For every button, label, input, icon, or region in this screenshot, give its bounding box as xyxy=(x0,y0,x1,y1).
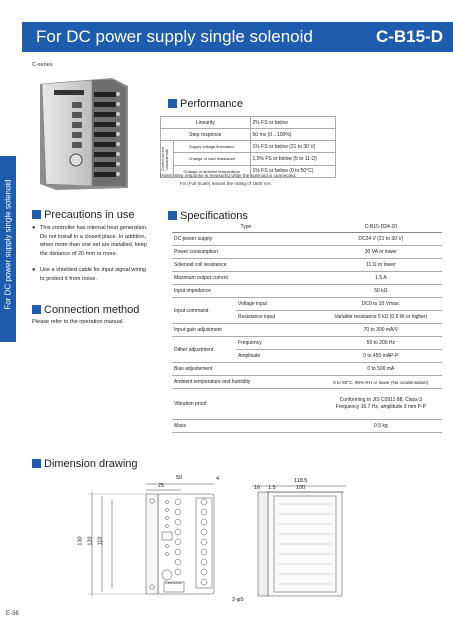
series-label: C-series xyxy=(32,62,53,68)
model-code: C-B15-D xyxy=(375,27,443,46)
spec-type-value: C-B15-D24-20 xyxy=(319,222,442,233)
bullet-icon: ● xyxy=(32,267,36,273)
specifications-heading: Specifications xyxy=(168,210,248,222)
precautions-heading: Precautions in use xyxy=(32,209,135,221)
dim-4: 4 xyxy=(216,476,220,482)
spec-value-group: Conforming to JIS C0911 88, Class-3 Freq… xyxy=(319,388,442,420)
spec-label: Maximum output current xyxy=(172,271,320,285)
spec-sublabel: Resistance input xyxy=(236,310,320,324)
spec-value: DC24 V (21 to 30 V) xyxy=(319,232,442,246)
spec-label: Solenoid coil resistance xyxy=(172,258,320,272)
front-view-outline xyxy=(157,493,215,595)
spec-value: 0.5 kg xyxy=(319,419,442,433)
spec-value: 0 to 50°C, 90% RH or lower (No condensat… xyxy=(319,375,442,389)
spec-value: 50 to 200 Hz xyxy=(319,336,442,350)
precaution-item: ● Use a shielded cable for input signal … xyxy=(32,267,147,282)
spec-value: DC0 to 10 Vmax. xyxy=(319,297,442,311)
side-tab: For DC power supply single solenoid xyxy=(0,156,16,342)
spec-sublabel: Frequency xyxy=(236,336,320,350)
side-view-terminal xyxy=(257,491,269,597)
spec-label: Input command xyxy=(172,297,236,324)
spec-value: 50 kΩ xyxy=(319,284,442,298)
section-marker-icon xyxy=(168,99,177,108)
spec-value: 70 to 300 mA/V xyxy=(319,323,442,337)
bullet-icon: ● xyxy=(32,225,36,231)
spec-label: Ambient temperature and humidity xyxy=(172,375,320,389)
perf-label-linearity: Linearity xyxy=(160,116,251,129)
spec-value: 1.5 A xyxy=(319,271,442,285)
perf-label-step: Step response xyxy=(160,128,251,141)
spec-label: Input gain adjustment xyxy=(172,323,320,337)
section-marker-icon xyxy=(32,305,41,314)
performance-note-1: (Note) Step response is measured while t… xyxy=(160,173,297,178)
perf-group-cell: Control current characteristic xyxy=(160,140,174,178)
spec-sublabel: Voltage input xyxy=(236,297,320,311)
terminal-block xyxy=(195,497,213,589)
spec-label: DC power supply xyxy=(172,232,320,246)
dim-50: 50 xyxy=(176,475,183,481)
terminal-screws xyxy=(174,498,182,576)
spec-label: Mass xyxy=(172,419,320,433)
dim-25: 25 xyxy=(158,483,165,489)
dim-130: 130 xyxy=(77,536,84,546)
heatsink-fins xyxy=(278,503,332,585)
spec-label: Vibration proof xyxy=(172,388,320,420)
dim-100: 100 xyxy=(296,485,306,491)
connection-heading: Connection method xyxy=(32,304,139,316)
adjust-knob-icon xyxy=(161,569,173,581)
page-number: E-36 xyxy=(6,611,19,617)
dimension-heading: Dimension drawing xyxy=(32,458,138,470)
product-photo xyxy=(32,76,132,192)
perf-value-load: 1.5% FS or below (5 to 11 Ω) xyxy=(249,152,337,166)
spec-value: 0 to 450 mAP-P xyxy=(319,349,442,363)
side-tab-label: For DC power supply single solenoid xyxy=(3,179,13,310)
title-banner: For DC power supply single solenoid C-B1… xyxy=(22,22,453,52)
section-marker-icon xyxy=(32,210,41,219)
spec-value: Frequency 16.7 Hz, amplitude 3 mm P-P xyxy=(335,404,427,410)
performance-table: Linearity 2% FS or below Step response 5… xyxy=(160,116,337,179)
dim-118-5: 118.5 xyxy=(294,478,308,484)
spec-label: Input impedance xyxy=(172,284,320,298)
spec-label: Power consumption xyxy=(172,245,320,259)
indicator-leds xyxy=(165,500,169,556)
performance-note-2: FS (Full Scale) means the rating of 1500… xyxy=(180,181,272,186)
spec-value: Variable resistance 5 kΩ (0.5 W or highe… xyxy=(319,310,442,324)
side-view-panel xyxy=(273,495,337,593)
model-plate xyxy=(163,581,185,593)
dim-16: 16 xyxy=(254,485,261,491)
perf-value-supply: 1% FS or below (21 to 30 V) xyxy=(249,139,337,154)
selector-switch-icon xyxy=(161,531,173,541)
perf-value-step: 50 ms (0→100%) xyxy=(249,128,337,141)
connection-text: Please refer to the operation manual. xyxy=(32,319,125,325)
performance-heading: Performance xyxy=(168,98,243,110)
mounting-flange xyxy=(145,493,159,595)
section-marker-icon xyxy=(168,211,177,220)
perf-value-linearity: 2% FS or below xyxy=(249,116,337,129)
spec-sublabel: Amplitude xyxy=(236,349,320,363)
dim-1-5: 1.5 xyxy=(268,485,276,491)
section-marker-icon xyxy=(32,459,41,468)
mount-hole-icon xyxy=(149,498,155,504)
precaution-item: ● This controller has internal heat gene… xyxy=(32,225,148,257)
spec-label: Bias adjustement xyxy=(172,362,320,376)
mount-hole-icon xyxy=(149,584,155,590)
spec-value: 30 VA or lower xyxy=(319,245,442,259)
spec-label: Dither adjustment xyxy=(172,336,236,363)
dim-120: 120 xyxy=(87,536,94,546)
page-title: For DC power supply single solenoid xyxy=(36,27,313,46)
perf-value-temp: 1% FS or below (0 to 50°C) xyxy=(249,164,337,179)
spec-value: 11 Ω or lower xyxy=(319,258,442,272)
spec-value: 0 to 500 mA xyxy=(319,362,442,376)
spec-type-label: Type xyxy=(172,222,320,233)
dim-110: 110 xyxy=(97,536,104,546)
spec-value: Conforming to JIS C0911 88, Class-3 xyxy=(339,397,423,403)
hole-callout: 2-φ5 xyxy=(232,597,244,603)
perf-label-load: Change of load resistance xyxy=(173,152,251,166)
model-plate-label: C-B15-D24-20 xyxy=(165,582,182,585)
dimension-drawing: 50 25 4 118.5 16 1.5 100 130 120 110 2-φ… xyxy=(66,475,366,611)
perf-label-supply: Supply voltage fluctuation xyxy=(173,139,251,154)
